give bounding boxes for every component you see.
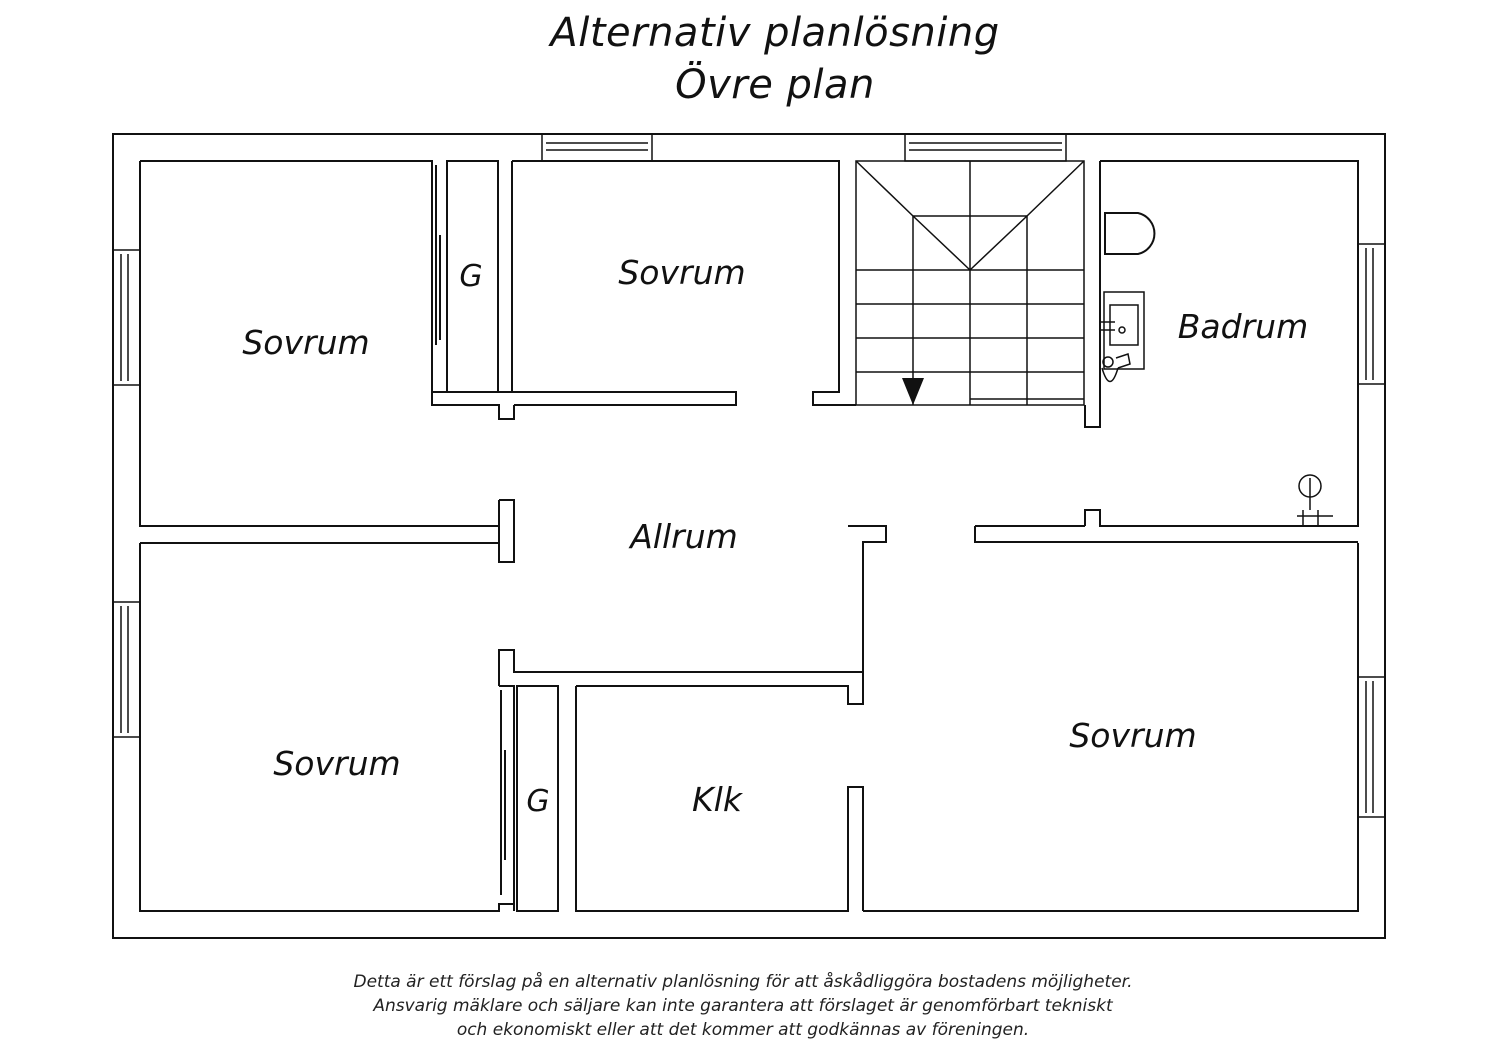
disclaimer-line2: Ansvarig mäklare och säljare kan inte ga… bbox=[373, 996, 1113, 1016]
wall-sovrum-top-middle bbox=[511, 160, 856, 406]
window-top-right bbox=[904, 133, 1067, 162]
room-label-sovrum-bottom-right: Sovrum bbox=[1069, 716, 1196, 755]
window-top-left bbox=[541, 133, 653, 162]
room-label-klk: Klk bbox=[692, 780, 744, 819]
stair-direction-arrow-icon bbox=[902, 378, 924, 405]
toilet-icon bbox=[1104, 212, 1156, 255]
wall-sovrum-bottom-right bbox=[862, 543, 1359, 912]
room-label-wardrobe-top: G bbox=[459, 259, 482, 294]
outer-wall bbox=[112, 133, 1386, 939]
room-label-sovrum-bottom-left: Sovrum bbox=[273, 744, 400, 783]
disclaimer-line1: Detta är ett förslag på en alternativ pl… bbox=[353, 972, 1133, 992]
wardrobe-bottom bbox=[516, 685, 559, 912]
wardrobe-bottom-door bbox=[500, 690, 506, 895]
shower-icon bbox=[1297, 474, 1333, 527]
plan-title-line2: Övre plan bbox=[675, 62, 875, 108]
disclaimer-line3: och ekonomiskt eller att det kommer att … bbox=[456, 1020, 1030, 1040]
wall-badrum-lower bbox=[974, 510, 1358, 543]
room-label-wardrobe-bottom: G bbox=[526, 784, 549, 819]
room-label-sovrum-top-left: Sovrum bbox=[242, 323, 369, 362]
wall-corridor-top-left bbox=[432, 391, 737, 406]
window-left-top bbox=[112, 249, 141, 386]
sink-icon bbox=[1101, 291, 1145, 383]
staircase bbox=[855, 160, 1085, 406]
wall-sovrum-bottom-left bbox=[139, 542, 515, 912]
plan-title-line1: Alternativ planlösning bbox=[550, 10, 1000, 56]
room-label-badrum: Badrum bbox=[1178, 307, 1308, 346]
window-left-bottom bbox=[112, 601, 141, 738]
room-label-sovrum-top-middle: Sovrum bbox=[618, 253, 745, 292]
room-label-allrum: Allrum bbox=[628, 517, 738, 556]
wardrobe-top-door bbox=[435, 165, 441, 345]
window-right-top bbox=[1357, 243, 1386, 385]
window-right-bottom bbox=[1357, 676, 1386, 818]
